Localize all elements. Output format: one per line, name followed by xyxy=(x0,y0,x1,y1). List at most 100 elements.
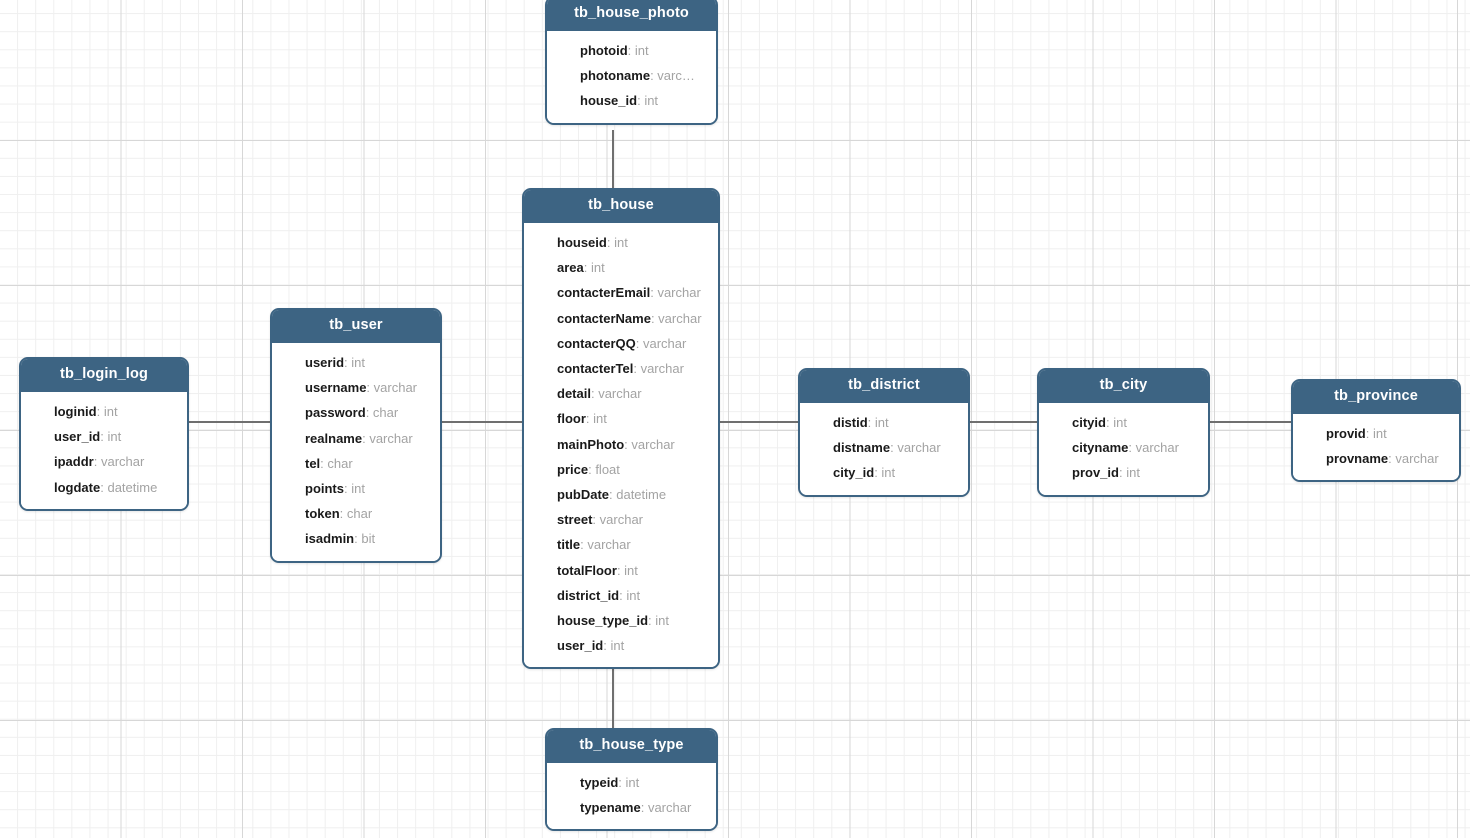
field-type: : int xyxy=(867,414,889,430)
entity-tb-city[interactable]: tb_city cityid: int cityname: varchar pr… xyxy=(1037,368,1210,497)
relationship-line-house-to-house-type[interactable] xyxy=(612,664,614,730)
field-name: contacterEmail xyxy=(557,285,651,301)
field-type: : int xyxy=(96,403,118,419)
field-name: provid xyxy=(1326,425,1366,441)
field-row[interactable]: typeid: int xyxy=(547,770,716,795)
field-row[interactable]: city_id: int xyxy=(800,460,968,485)
field-row[interactable]: pubDate: datetime xyxy=(524,482,718,507)
field-row[interactable]: points: int xyxy=(272,476,440,501)
field-name: title xyxy=(557,537,581,553)
field-row[interactable]: cityid: int xyxy=(1039,410,1208,435)
field-row[interactable]: district_id: int xyxy=(524,583,718,608)
field-name: user_id xyxy=(557,638,604,654)
field-name: userid xyxy=(305,354,345,370)
field-type: : varchar xyxy=(635,335,687,351)
field-name: username xyxy=(305,380,367,396)
relationship-line-login-log-to-user[interactable] xyxy=(187,421,272,423)
field-row[interactable]: detail: varchar xyxy=(524,381,718,406)
relationship-line-city-to-province[interactable] xyxy=(1208,421,1293,423)
field-row[interactable]: ipaddr: varchar xyxy=(21,449,187,474)
field-row[interactable]: contacterQQ: varchar xyxy=(524,331,718,356)
field-row[interactable]: provid: int xyxy=(1293,421,1459,446)
entity-title-tb-login-log: tb_login_log xyxy=(21,359,187,392)
entity-title-tb-house-photo: tb_house_photo xyxy=(547,0,716,31)
field-row[interactable]: prov_id: int xyxy=(1039,460,1208,485)
field-row[interactable]: loginid: int xyxy=(21,399,187,424)
field-row[interactable]: realname: varchar xyxy=(272,426,440,451)
field-row[interactable]: password: char xyxy=(272,400,440,425)
field-row[interactable]: distid: int xyxy=(800,410,968,435)
field-name: contacterTel xyxy=(557,360,634,376)
field-name: typename xyxy=(580,800,641,816)
field-name: district_id xyxy=(557,587,620,603)
field-row[interactable]: houseid: int xyxy=(524,230,718,255)
field-row[interactable]: distname: varchar xyxy=(800,435,968,460)
field-type: : int xyxy=(1118,465,1140,481)
field-row[interactable]: house_type_id: int xyxy=(524,608,718,633)
field-row[interactable]: totalFloor: int xyxy=(524,558,718,583)
field-row[interactable]: username: varchar xyxy=(272,375,440,400)
field-name: city_id xyxy=(833,465,875,481)
field-name: points xyxy=(305,480,344,496)
relationship-line-house-to-district[interactable] xyxy=(718,421,800,423)
field-name: floor xyxy=(557,411,586,427)
field-row[interactable]: contacterTel: varchar xyxy=(524,356,718,381)
entity-tb-district[interactable]: tb_district distid: int distname: varcha… xyxy=(798,368,970,497)
field-row[interactable]: house_id: int xyxy=(547,88,716,113)
field-row[interactable]: area: int xyxy=(524,255,718,280)
field-row[interactable]: provname: varchar xyxy=(1293,446,1459,471)
field-name: house_id xyxy=(580,93,638,109)
field-type: : int xyxy=(627,42,649,58)
field-name: totalFloor xyxy=(557,562,617,578)
entity-tb-house-type[interactable]: tb_house_type typeid: int typename: varc… xyxy=(545,728,718,832)
field-type: : bit xyxy=(354,531,376,547)
relationship-line-user-to-house[interactable] xyxy=(440,421,524,423)
field-row[interactable]: user_id: int xyxy=(21,424,187,449)
field-type: : varchar xyxy=(650,310,702,326)
field-row[interactable]: contacterEmail: varchar xyxy=(524,280,718,305)
field-type: : int xyxy=(606,234,628,250)
field-row[interactable]: price: float xyxy=(524,457,718,482)
field-row[interactable]: contacterName: varchar xyxy=(524,306,718,331)
entity-tb-user[interactable]: tb_user userid: int username: varchar pa… xyxy=(270,308,442,563)
field-row[interactable]: photoname: varc… xyxy=(547,63,716,88)
entity-tb-house[interactable]: tb_house houseid: int area: int contacte… xyxy=(522,188,720,670)
field-row[interactable]: user_id: int xyxy=(524,633,718,658)
field-name: street xyxy=(557,512,593,528)
field-name: detail xyxy=(557,386,591,402)
field-row[interactable]: mainPhoto: varchar xyxy=(524,432,718,457)
field-row[interactable]: logdate: datetime xyxy=(21,475,187,500)
field-row[interactable]: floor: int xyxy=(524,406,718,431)
field-type: : varchar xyxy=(93,454,145,470)
field-type: : int xyxy=(616,562,638,578)
field-row[interactable]: cityname: varchar xyxy=(1039,435,1208,460)
field-type: : int xyxy=(619,587,641,603)
field-row[interactable]: street: varchar xyxy=(524,507,718,532)
entity-tb-province[interactable]: tb_province provid: int provname: varcha… xyxy=(1291,379,1461,483)
field-row[interactable]: isadmin: bit xyxy=(272,526,440,551)
field-name: pubDate xyxy=(557,486,609,502)
entity-fields-tb-house-type: typeid: int typename: varchar xyxy=(547,762,716,830)
field-row[interactable]: token: char xyxy=(272,501,440,526)
entity-tb-login-log[interactable]: tb_login_log loginid: int user_id: int i… xyxy=(19,357,189,511)
field-row[interactable]: photoid: int xyxy=(547,38,716,63)
field-name: house_type_id xyxy=(557,612,649,628)
field-row[interactable]: title: varchar xyxy=(524,532,718,557)
field-name: area xyxy=(557,260,584,276)
relationship-line-house-photo-to-house[interactable] xyxy=(612,130,614,190)
field-row[interactable]: typename: varchar xyxy=(547,795,716,820)
field-type: : datetime xyxy=(609,486,667,502)
entity-tb-house-photo[interactable]: tb_house_photo photoid: int photoname: v… xyxy=(545,0,718,125)
field-row[interactable]: tel: char xyxy=(272,451,440,476)
field-type: : datetime xyxy=(100,479,158,495)
field-name: token xyxy=(305,506,340,522)
field-type: : varchar xyxy=(650,285,701,301)
field-row[interactable]: userid: int xyxy=(272,350,440,375)
field-name: contacterQQ xyxy=(557,335,636,351)
field-type: : int xyxy=(344,480,365,496)
relationship-line-district-to-city[interactable] xyxy=(968,421,1039,423)
entity-title-tb-user: tb_user xyxy=(272,310,440,343)
entity-fields-tb-house-photo: photoid: int photoname: varc… house_id: … xyxy=(547,30,716,123)
field-type: : varchar xyxy=(624,436,675,452)
